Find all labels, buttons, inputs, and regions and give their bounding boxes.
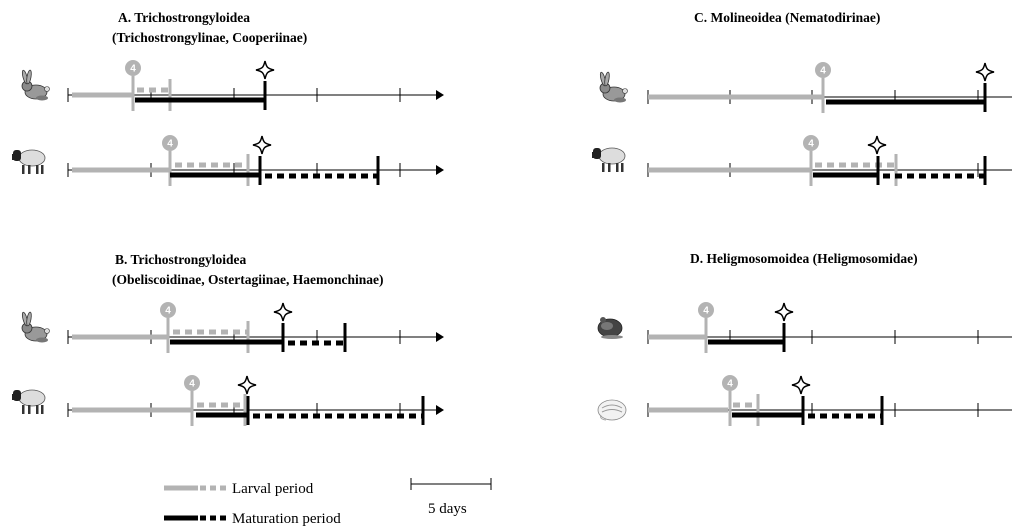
stage4-marker-circle xyxy=(722,375,738,391)
chipmunk-icon xyxy=(597,399,627,421)
patency-star-icon xyxy=(255,60,275,80)
stage4-marker-circle xyxy=(815,62,831,78)
stage4-label: 4 xyxy=(167,139,173,150)
patency-star-icon xyxy=(791,375,811,395)
stage4-label: 4 xyxy=(165,306,171,317)
stage4-marker-circle xyxy=(698,302,714,318)
stage4-label: 4 xyxy=(808,139,814,150)
patency-star-icon xyxy=(273,302,293,322)
panel-b-title-line2: (Obeliscoidinae, Ostertagiinae, Haemonch… xyxy=(112,272,383,287)
stage4-marker-circle xyxy=(184,375,200,391)
stage4-marker-circle xyxy=(162,135,178,151)
sheep-icon xyxy=(11,389,46,415)
sheep-icon xyxy=(11,149,46,175)
stage4-label: 4 xyxy=(130,64,136,75)
sheep-icon xyxy=(591,147,626,173)
rabbit-icon xyxy=(20,69,50,101)
panel-a-title-line1: A. Trichostrongyloidea xyxy=(118,10,250,25)
stage4-marker-circle xyxy=(160,302,176,318)
patency-star-icon xyxy=(237,375,257,395)
rabbit-icon xyxy=(20,311,50,343)
rabbit-icon xyxy=(598,71,628,103)
stage4-label: 4 xyxy=(703,306,709,317)
axis-arrowhead xyxy=(436,332,444,342)
rodent-icon xyxy=(597,316,624,340)
stage4-label: 4 xyxy=(189,379,195,390)
patency-star-icon xyxy=(867,135,887,155)
legend: Larval period Maturation period 5 days xyxy=(164,478,492,526)
patency-star-icon xyxy=(774,302,794,322)
legend-larval-label: Larval period xyxy=(232,481,314,497)
stage4-marker-circle xyxy=(125,60,141,76)
stage4-label: 4 xyxy=(820,66,826,77)
stage4-marker-circle xyxy=(803,135,819,151)
patency-star-icon xyxy=(975,62,995,82)
scale-label: 5 days xyxy=(428,501,467,517)
patency-star-icon xyxy=(252,135,272,155)
axis-arrowhead xyxy=(436,165,444,175)
axis-arrowhead xyxy=(436,90,444,100)
stage4-label: 4 xyxy=(727,379,733,390)
panel-c-title: C. Molineoidea (Nematodirinae) xyxy=(694,10,880,25)
legend-maturation-label: Maturation period xyxy=(232,511,341,526)
panel-a-title-line2: (Trichostrongylinae, Cooperiinae) xyxy=(112,30,307,45)
axis-arrowhead xyxy=(436,405,444,415)
panel-d-title: D. Heligmosomoidea (Heligmosomidae) xyxy=(690,251,918,266)
timelines: 4 4 4 4 4 4 4 4 xyxy=(67,60,1012,426)
panel-b-title-line1: B. Trichostrongyloidea xyxy=(115,252,247,267)
